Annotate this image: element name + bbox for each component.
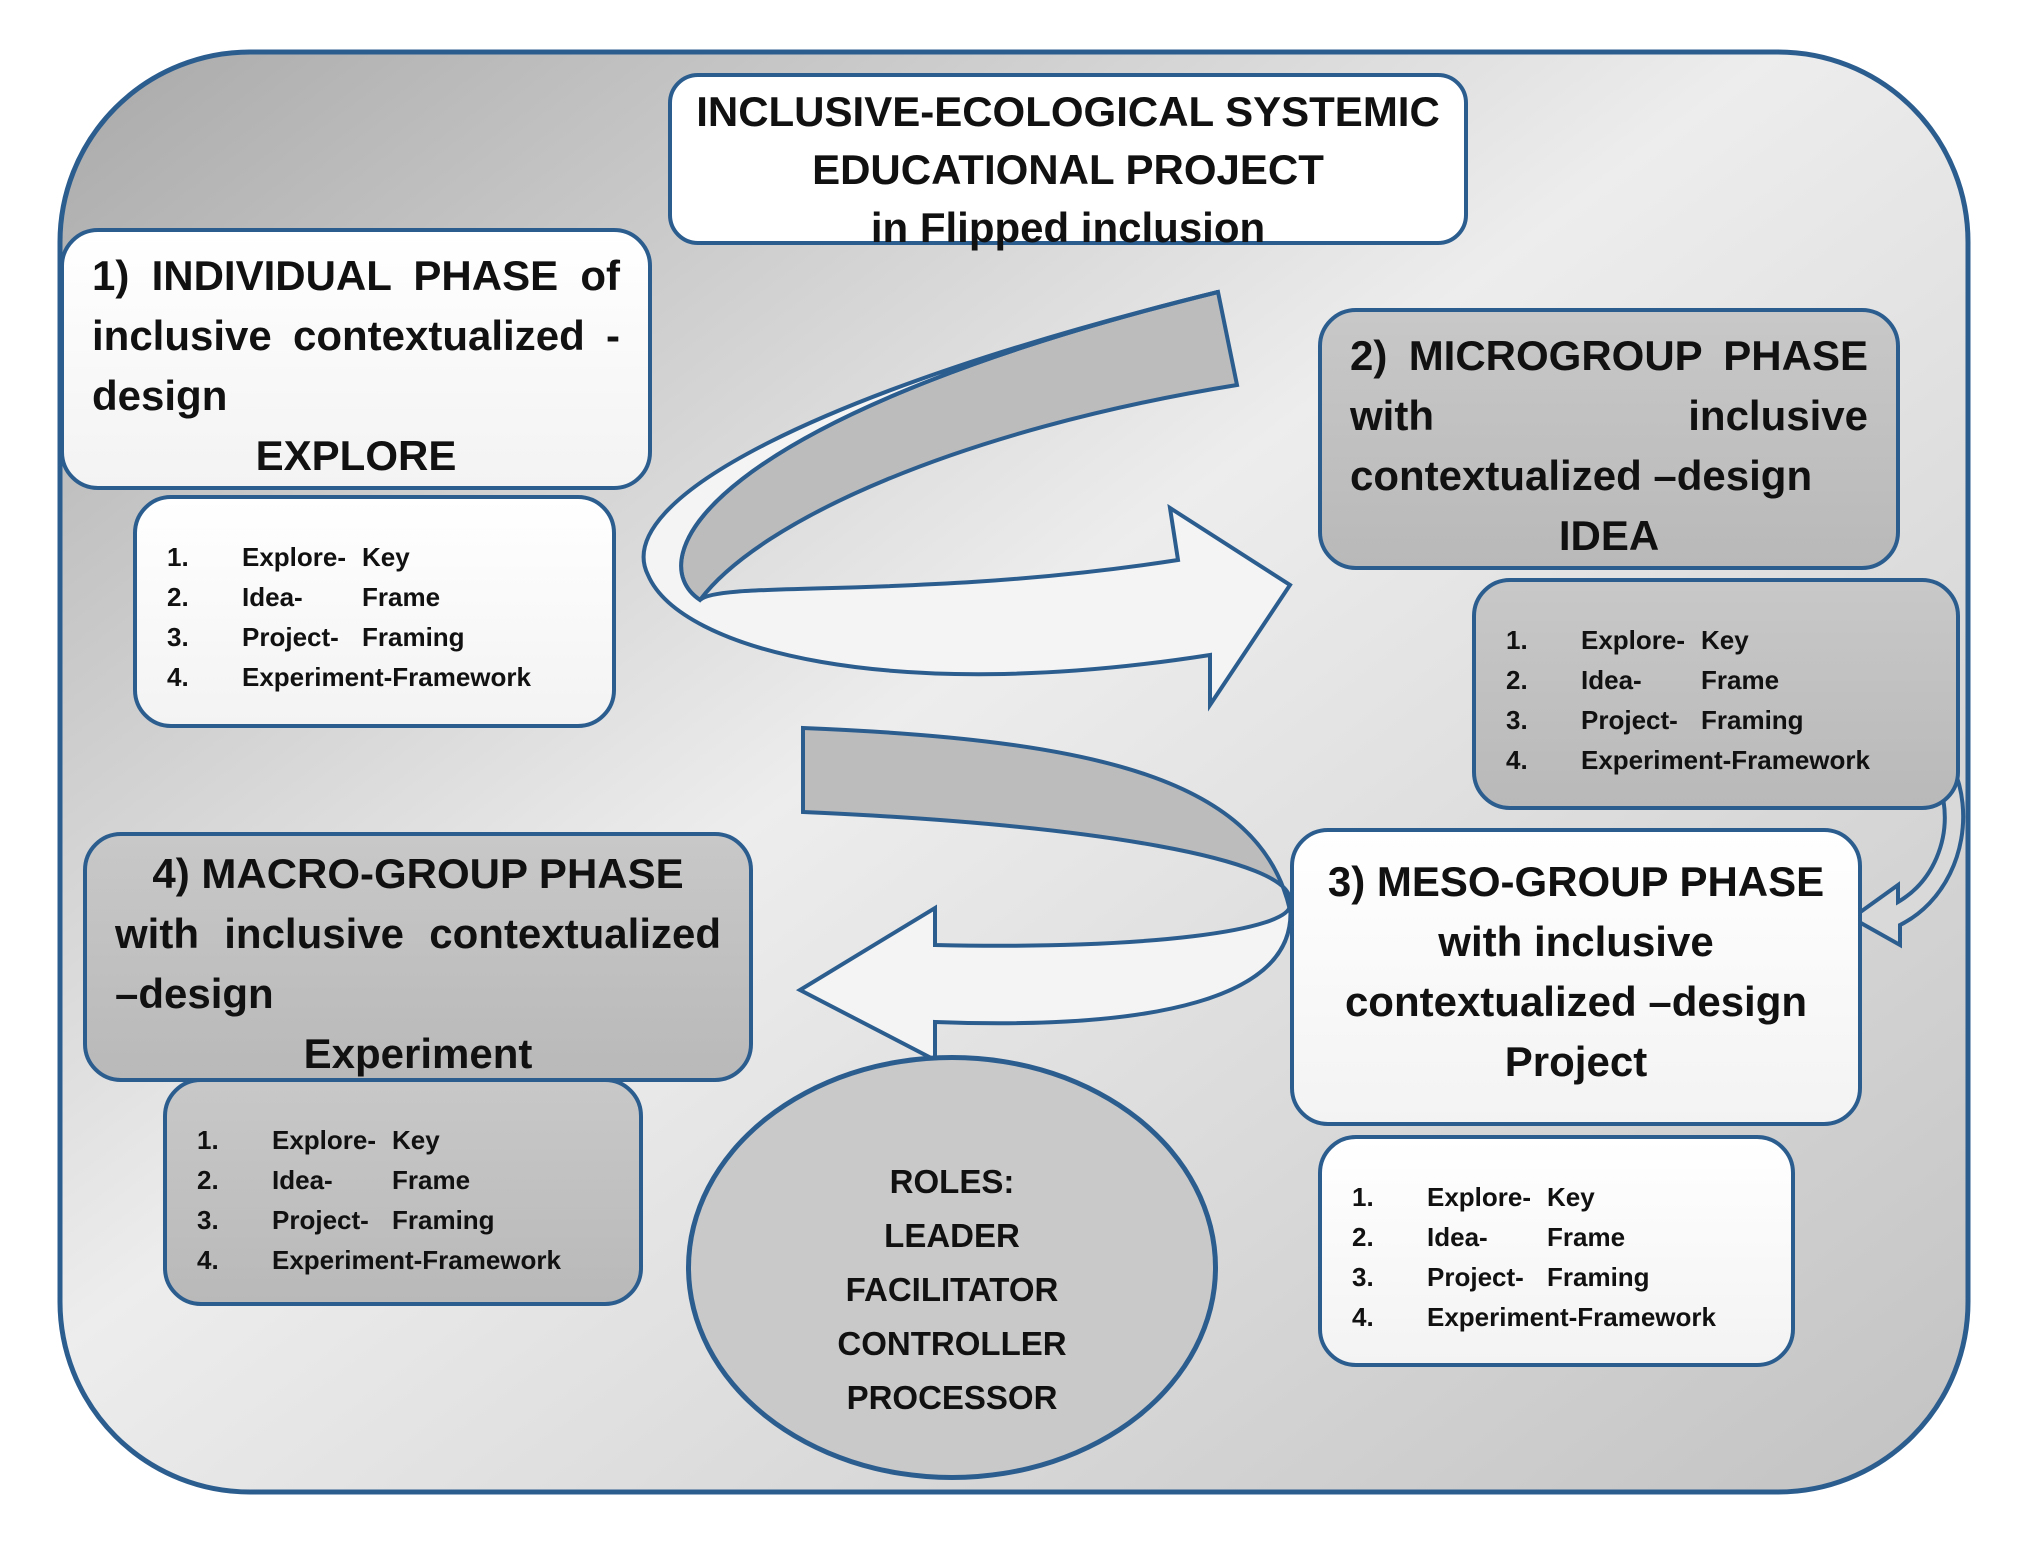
step-item: 2.Idea-Frame (1506, 665, 1780, 695)
role-item: CONTROLLER (837, 1325, 1067, 1362)
title-line-1: INCLUSIVE-ECOLOGICAL SYSTEMIC (696, 88, 1440, 135)
phase-1-steps: 1.Explore-Key 2.Idea-Frame 3.Project-Fra… (133, 495, 616, 728)
phase-1-line-3: design (92, 372, 228, 419)
phase-4-box: 4) MACRO-GROUP PHASE with inclusive cont… (83, 832, 753, 1082)
phase-3-line-1: 3) MESO-GROUP PHASE (1327, 858, 1825, 905)
phase-3-steps: 1.Explore-Key 2.Idea-Frame 3.Project-Fra… (1318, 1135, 1795, 1367)
phase-3-keyword: Project (1504, 1038, 1648, 1085)
role-item: PROCESSOR (846, 1379, 1058, 1416)
phase-2-keyword: IDEA (1558, 512, 1660, 559)
step-item: 2.Idea-Frame (167, 582, 441, 612)
roles-heading: ROLES: (889, 1163, 1015, 1200)
step-item: 1.Explore-Key (167, 542, 410, 572)
phase-4-line-1: 4) MACRO-GROUP PHASE (152, 850, 684, 897)
step-item: 1.Explore-Key (1352, 1182, 1595, 1212)
phase-4-steps: 1.Explore-Key 2.Idea-Frame 3.Project-Fra… (163, 1078, 643, 1306)
role-item: LEADER (884, 1217, 1020, 1254)
step-item: 3.Project-Framing (197, 1205, 495, 1235)
step-item: 3.Project-Framing (1506, 705, 1804, 735)
curved-arrow-1-to-2 (641, 290, 1293, 712)
phase-4-line-3: –design (115, 970, 274, 1017)
title-line-2: EDUCATIONAL PROJECT (812, 146, 1324, 193)
phase-4-line-2: with inclusive contextualized (115, 910, 721, 957)
phase-2-line-2: with inclusive (1350, 392, 1868, 439)
phase-2-box: 2) MICROGROUP PHASE with inclusive conte… (1318, 308, 1900, 570)
step-item: 2.Idea-Frame (197, 1165, 471, 1195)
role-item: FACILITATOR (845, 1271, 1059, 1308)
step-item: 2.Idea-Frame (1352, 1222, 1626, 1252)
phase-3-line-3: contextualized –design (1344, 978, 1808, 1025)
phase-1-line-1: 1) INDIVIDUAL PHASE of (92, 252, 620, 299)
step-item: 1.Explore-Key (1506, 625, 1749, 655)
title-line-3: in Flipped inclusion (870, 204, 1266, 251)
phase-2-line-1: 2) MICROGROUP PHASE (1350, 332, 1868, 379)
phase-1-box: 1) INDIVIDUAL PHASE of inclusive context… (60, 228, 652, 490)
phase-2-line-3: contextualized –design (1350, 452, 1813, 499)
step-item: 4.Experiment-Framework (1352, 1302, 1716, 1332)
roles-ellipse: ROLES: LEADER FACILITATOR CONTROLLER PRO… (686, 1055, 1218, 1480)
phase-3-box: 3) MESO-GROUP PHASE with inclusive conte… (1290, 828, 1862, 1126)
step-item: 4.Experiment-Framework (197, 1245, 561, 1275)
phase-1-keyword: EXPLORE (255, 432, 457, 479)
phase-4-keyword: Experiment (303, 1030, 533, 1077)
step-item: 4.Experiment-Framework (167, 662, 531, 692)
phase-1-line-2: inclusive contextualized - (92, 312, 620, 359)
step-item: 3.Project-Framing (167, 622, 465, 652)
step-item: 4.Experiment-Framework (1506, 745, 1870, 775)
phase-3-line-2: with inclusive (1438, 918, 1714, 965)
step-item: 1.Explore-Key (197, 1125, 440, 1155)
diagram-title: INCLUSIVE-ECOLOGICAL SYSTEMIC EDUCATIONA… (668, 73, 1468, 251)
step-item: 3.Project-Framing (1352, 1262, 1650, 1292)
phase-2-steps: 1.Explore-Key 2.Idea-Frame 3.Project-Fra… (1472, 578, 1960, 810)
